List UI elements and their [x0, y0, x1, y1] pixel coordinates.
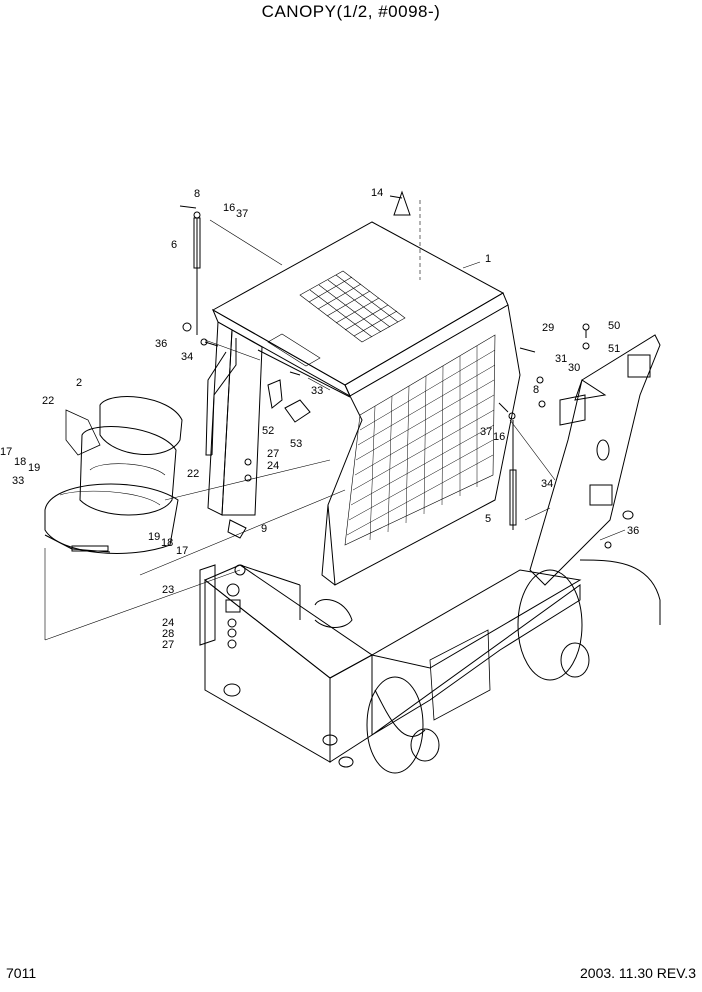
callout-22-left: 22 [42, 395, 54, 407]
mounting-hardware [199, 371, 311, 649]
callout-24-mid: 24 [267, 460, 279, 472]
callout-labels: 8 16 37 14 1 6 36 34 2 22 17 18 19 33 29… [0, 187, 639, 651]
canopy-rear-panel [321, 304, 521, 586]
callout-33-mid: 33 [311, 385, 323, 397]
callout-37-right: 37 [480, 426, 492, 438]
callout-19-left: 19 [28, 462, 40, 474]
callout-18-left: 18 [14, 456, 26, 468]
callout-50: 50 [608, 320, 620, 332]
callout-23: 23 [162, 584, 174, 596]
callout-29: 29 [542, 322, 554, 334]
callout-36-right: 36 [627, 525, 639, 537]
callout-36-left: 36 [155, 338, 167, 350]
callout-34-left: 34 [181, 351, 193, 363]
callout-51: 51 [608, 343, 620, 355]
base-frame [204, 559, 661, 774]
callout-2: 2 [76, 377, 82, 389]
callout-1: 1 [485, 253, 491, 265]
callout-53: 53 [290, 438, 302, 450]
canopy-left-side [205, 321, 351, 516]
callout-22-right: 22 [187, 468, 199, 480]
gas-strut-left [179, 205, 219, 347]
callout-14: 14 [371, 187, 383, 199]
callout-37-top: 37 [236, 208, 248, 220]
warning-decal-icon [389, 190, 411, 216]
page-number: 7011 [6, 965, 37, 981]
callout-16-right: 16 [493, 431, 505, 443]
right-side-frame [519, 323, 661, 586]
gas-strut-right [498, 402, 517, 530]
leader-lines [44, 200, 626, 641]
callout-17-bottom: 17 [176, 545, 188, 557]
callout-17-left: 17 [0, 446, 12, 458]
callout-18-bottom: 18 [161, 537, 173, 549]
callout-16-top: 16 [223, 202, 235, 214]
callout-27-mid: 27 [267, 448, 279, 460]
callout-24-bottom: 24 [162, 617, 174, 629]
callout-30: 30 [568, 362, 580, 374]
callout-31: 31 [555, 353, 567, 365]
seat [44, 396, 183, 554]
diagram-title: CANOPY(1/2, #0098-) [261, 2, 441, 21]
date-revision: 2003. 11.30 REV.3 [580, 965, 696, 981]
callout-6: 6 [171, 239, 177, 251]
callout-9: 9 [261, 523, 267, 535]
callout-8-right: 8 [533, 384, 539, 396]
callout-27-bottom: 27 [162, 639, 174, 651]
callout-8-top: 8 [194, 188, 200, 200]
callout-5: 5 [485, 513, 491, 525]
callout-52: 52 [262, 425, 274, 437]
callout-28: 28 [162, 628, 174, 640]
callout-33-left: 33 [12, 475, 24, 487]
callout-19-bottom: 19 [148, 531, 160, 543]
callout-34-right: 34 [541, 478, 553, 490]
